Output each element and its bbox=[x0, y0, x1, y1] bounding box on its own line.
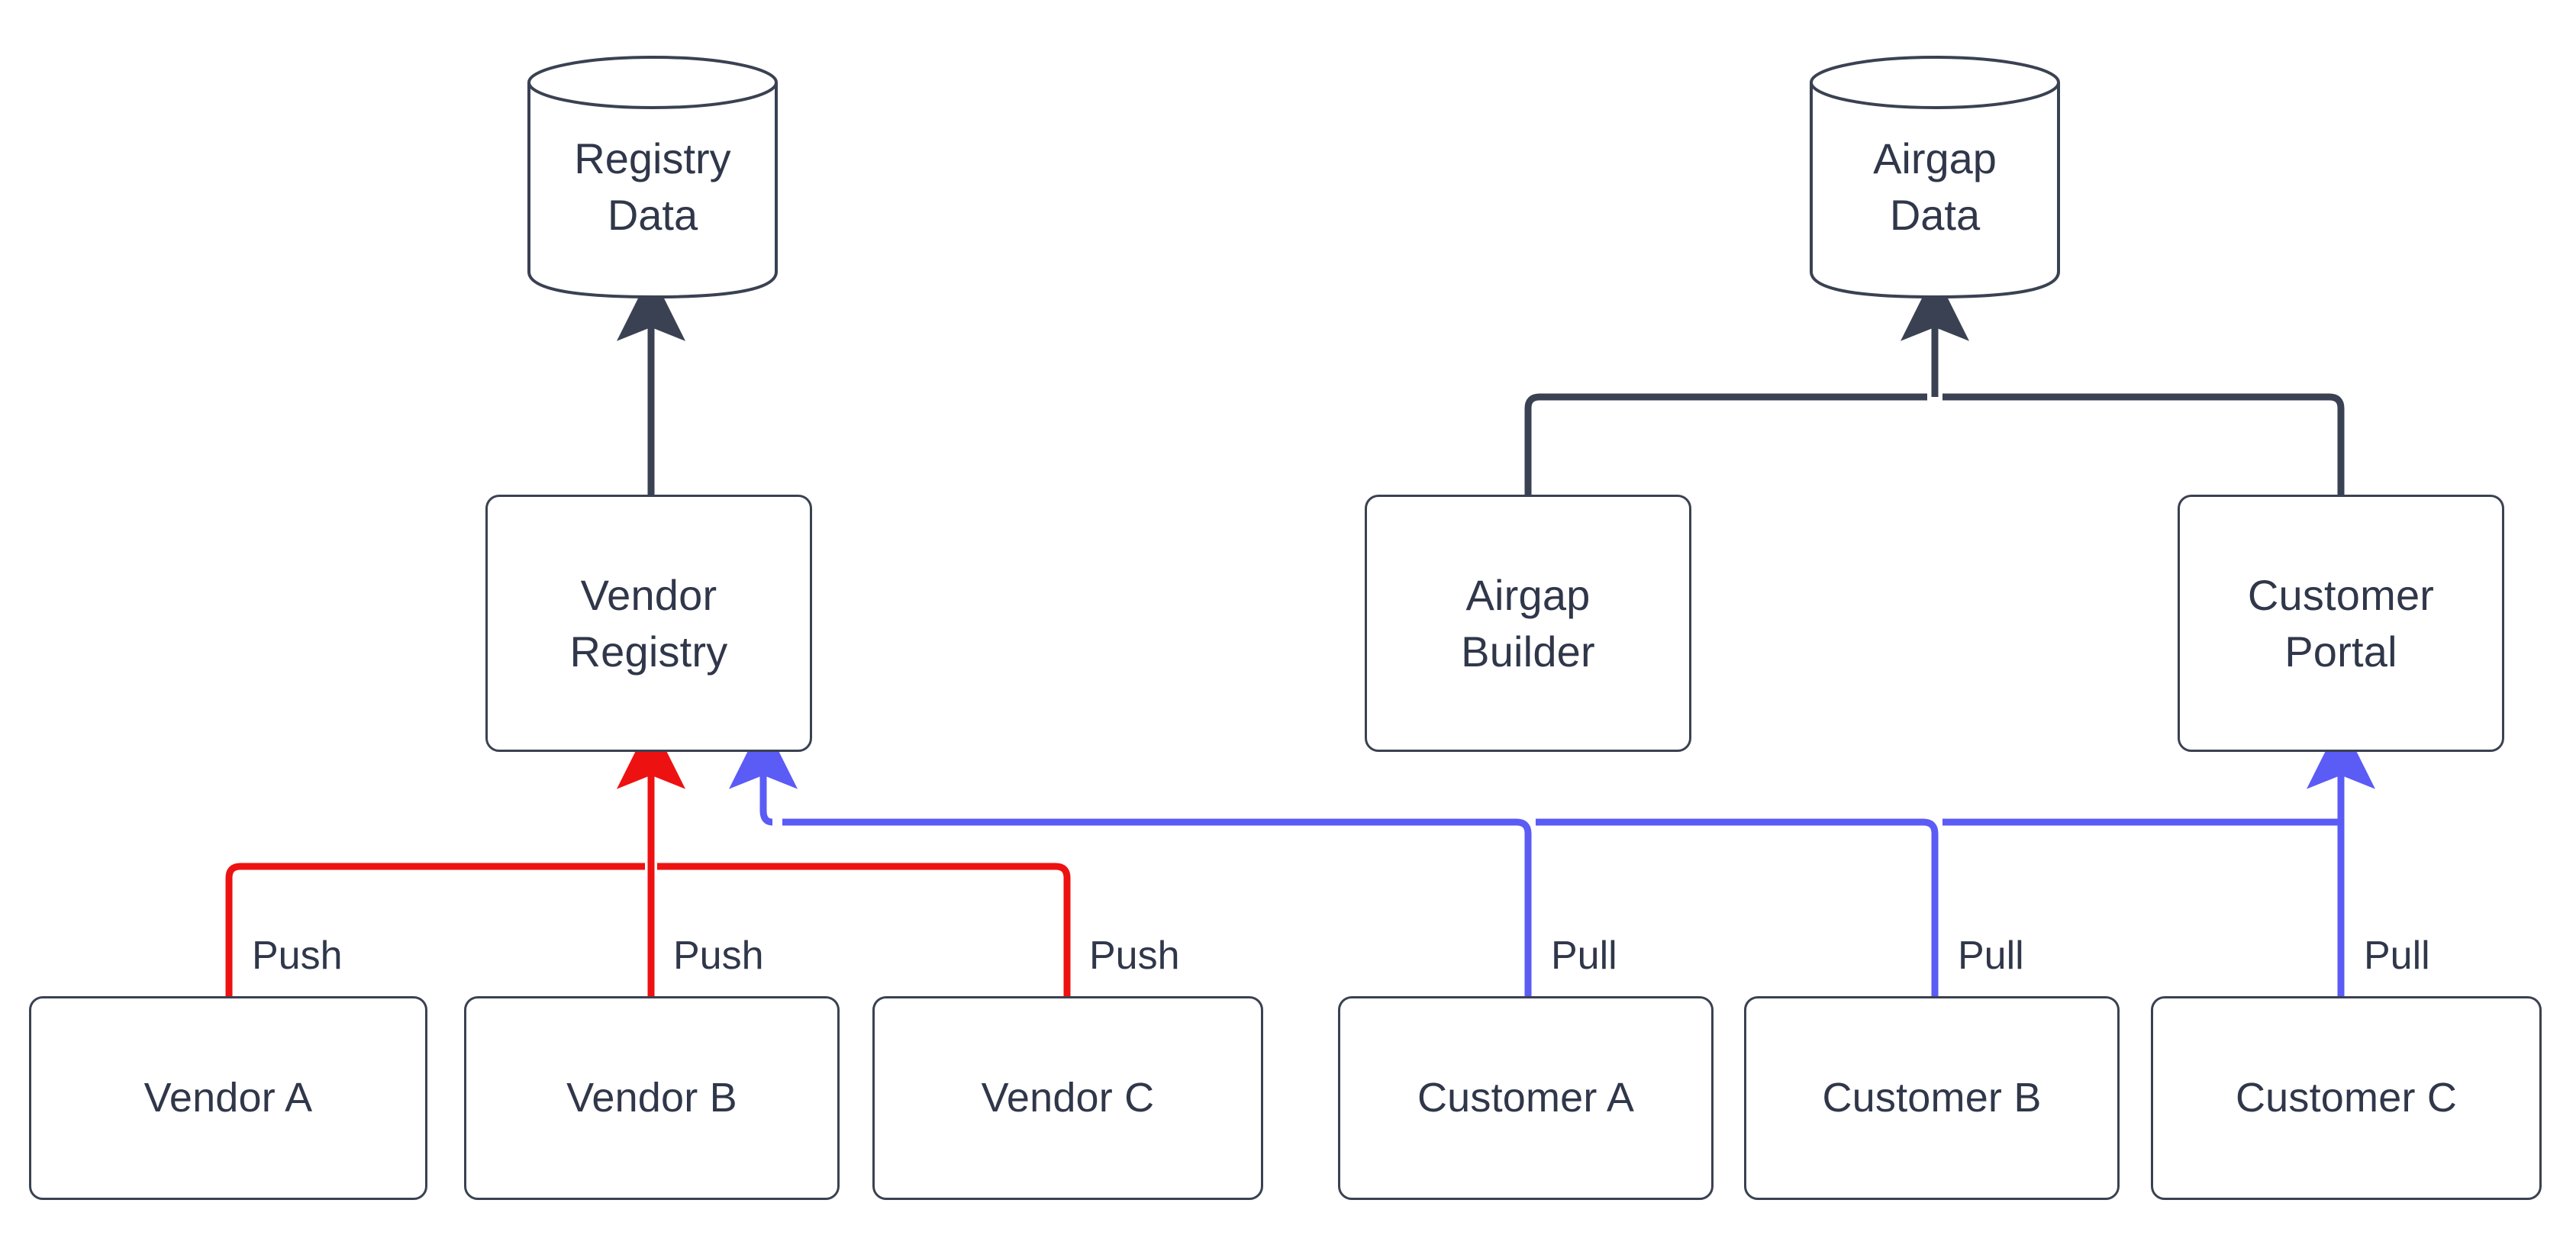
edge-label-pull-customer-c: Pull bbox=[2364, 934, 2430, 978]
node-customer-b[interactable]: Customer B bbox=[1744, 996, 2120, 1200]
edge-label-push-vendor-a: Push bbox=[252, 934, 343, 978]
edge-vendor-a-push bbox=[225, 863, 645, 996]
node-vendor-c[interactable]: Vendor C bbox=[872, 996, 1263, 1200]
datastore-label: Airgap Data bbox=[1873, 134, 1997, 239]
node-vendor-b[interactable]: Vendor B bbox=[464, 996, 840, 1200]
node-airgap-builder[interactable]: Airgap Builder bbox=[1365, 495, 1691, 752]
cylinder-shape bbox=[1810, 56, 2060, 299]
datastore-label: Registry Data bbox=[574, 134, 731, 239]
datastore-airgap-data[interactable]: Airgap Data bbox=[1809, 55, 2061, 299]
edge-pull-bus-to-vendor-registry bbox=[729, 720, 798, 826]
edge-customer-b-pull bbox=[1536, 818, 1939, 996]
node-vendor-a[interactable]: Vendor A bbox=[29, 996, 427, 1200]
edge-label-pull-customer-b: Pull bbox=[1958, 934, 2024, 978]
node-customer-portal[interactable]: Customer Portal bbox=[2178, 495, 2504, 752]
edge-customer-portal-to-airgap-data bbox=[1942, 393, 2345, 495]
datastore-registry-data[interactable]: Registry Data bbox=[527, 55, 779, 299]
edge-customer-a-pull bbox=[782, 818, 1532, 996]
cylinder-shape bbox=[527, 56, 778, 299]
edge-vendor-c-push bbox=[657, 863, 1071, 996]
node-customer-c[interactable]: Customer C bbox=[2151, 996, 2542, 1200]
edge-label-push-vendor-c: Push bbox=[1089, 934, 1180, 978]
edge-label-push-vendor-b: Push bbox=[673, 934, 764, 978]
node-customer-a[interactable]: Customer A bbox=[1338, 996, 1714, 1200]
edge-label-pull-customer-a: Pull bbox=[1551, 934, 1617, 978]
edge-airgap-builder-to-airgap-data bbox=[1524, 393, 1927, 495]
node-vendor-registry[interactable]: Vendor Registry bbox=[485, 495, 812, 752]
